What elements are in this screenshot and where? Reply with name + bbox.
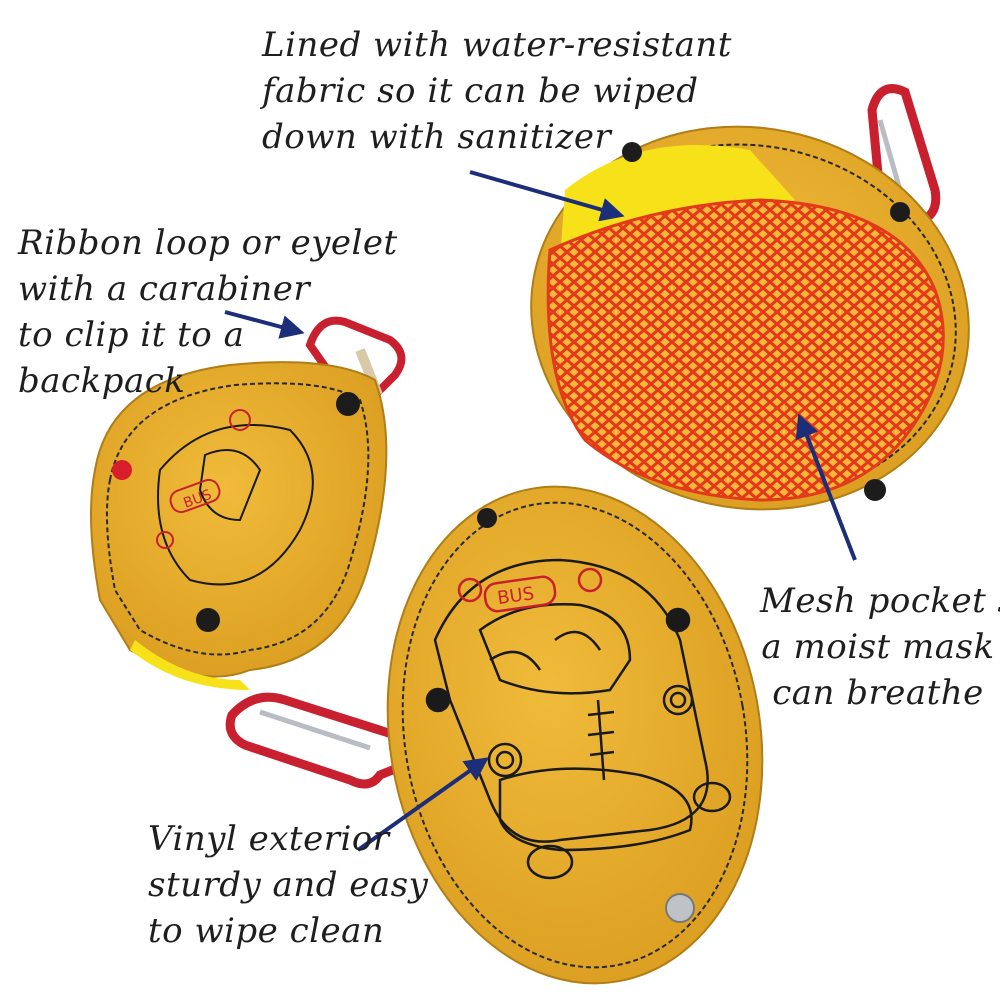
snap-eyelet bbox=[890, 202, 910, 222]
callout-ribbon: Ribbon loop or eyelet with a carabiner t… bbox=[18, 220, 398, 404]
snap-red bbox=[112, 460, 132, 480]
open-case-mesh-side bbox=[530, 84, 970, 511]
snap-bottom bbox=[864, 479, 886, 501]
bus-label-front: BUS bbox=[496, 583, 536, 609]
callout-mesh-line-2: a moist mask bbox=[761, 627, 995, 667]
callout-vinyl-line-2: sturdy and easy bbox=[148, 865, 429, 905]
snap-front-top bbox=[477, 508, 497, 528]
callout-vinyl: Vinyl exterior sturdy and easy to wipe c… bbox=[148, 816, 428, 954]
snap-top-left bbox=[622, 142, 642, 162]
callout-ribbon-line-4: backpack bbox=[18, 361, 186, 401]
wheel-folded bbox=[196, 608, 220, 632]
callout-mesh: Mesh pocket so a moist mask can breathe bbox=[760, 578, 1000, 716]
snap-folded-top bbox=[336, 392, 360, 416]
callout-ribbon-line-2: with a carabiner bbox=[18, 269, 311, 309]
callout-lining-line-2: fabric so it can be wiped bbox=[262, 71, 699, 111]
callout-lining-line-3: down with sanitizer bbox=[262, 117, 612, 157]
callout-ribbon-line-1: Ribbon loop or eyelet bbox=[18, 223, 398, 263]
folded-case: BUS bbox=[90, 316, 406, 690]
folded-stitching bbox=[105, 382, 370, 656]
mesh-pocket bbox=[546, 198, 945, 502]
callout-lining: Lined with water-resistant fabric so it … bbox=[262, 22, 732, 160]
arrow-vinyl bbox=[356, 757, 489, 852]
callout-mesh-line-1: Mesh pocket so bbox=[760, 581, 1000, 621]
callout-mesh-line-3: can breathe bbox=[772, 673, 984, 713]
callout-lining-line-1: Lined with water-resistant bbox=[262, 25, 732, 65]
case-exterior-front: BUS bbox=[225, 485, 764, 985]
arrow-mesh bbox=[795, 413, 857, 561]
folded-lining-edge bbox=[130, 640, 250, 690]
arrow-carabiner bbox=[224, 310, 305, 339]
callout-arrows bbox=[224, 170, 857, 852]
arrow-lining bbox=[469, 170, 625, 222]
bus-embroidery-front bbox=[425, 558, 732, 880]
case-front-shell bbox=[386, 485, 764, 985]
front-stitching bbox=[401, 501, 749, 969]
snap-front-bottom bbox=[665, 893, 695, 923]
callout-vinyl-line-3: to wipe clean bbox=[148, 911, 385, 951]
callout-ribbon-line-3: to clip it to a bbox=[18, 315, 245, 355]
bus-embroidery-folded bbox=[156, 409, 314, 586]
callout-vinyl-line-1: Vinyl exterior bbox=[148, 819, 390, 859]
